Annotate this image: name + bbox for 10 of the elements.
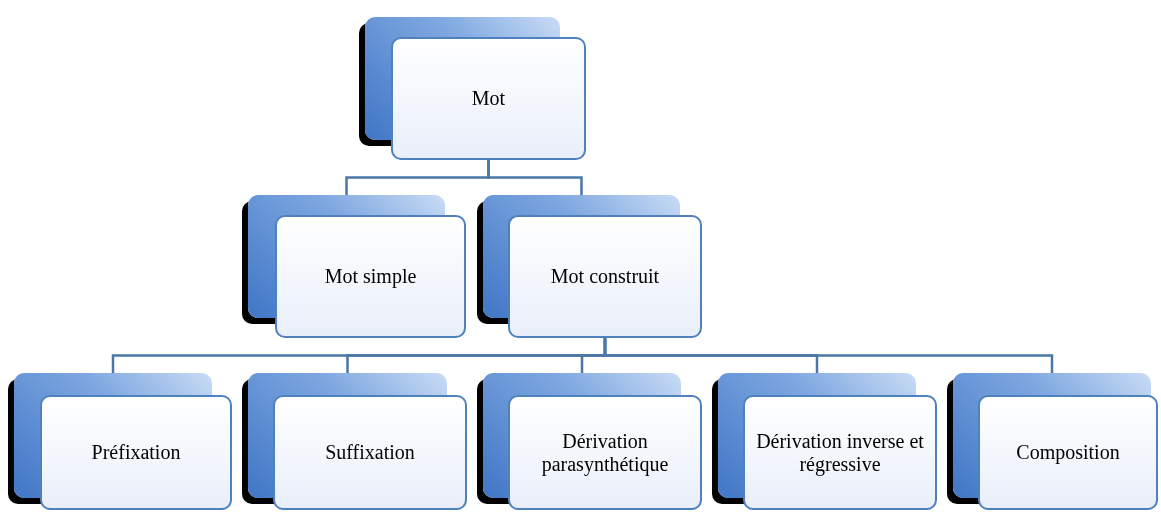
node-label: Préfixation <box>90 441 182 464</box>
node-label: Dérivation parasynthétique <box>540 429 670 476</box>
connector-line <box>603 338 1054 373</box>
node-label: Dérivation inverse et régressive <box>755 429 925 476</box>
node-label: Suffixation <box>324 441 416 464</box>
node-label: Mot simple <box>323 265 418 288</box>
node-label: Composition <box>1015 441 1121 464</box>
node-label: Mot construit <box>549 265 661 288</box>
node-label: Mot <box>470 87 507 110</box>
connector-line <box>487 160 583 195</box>
